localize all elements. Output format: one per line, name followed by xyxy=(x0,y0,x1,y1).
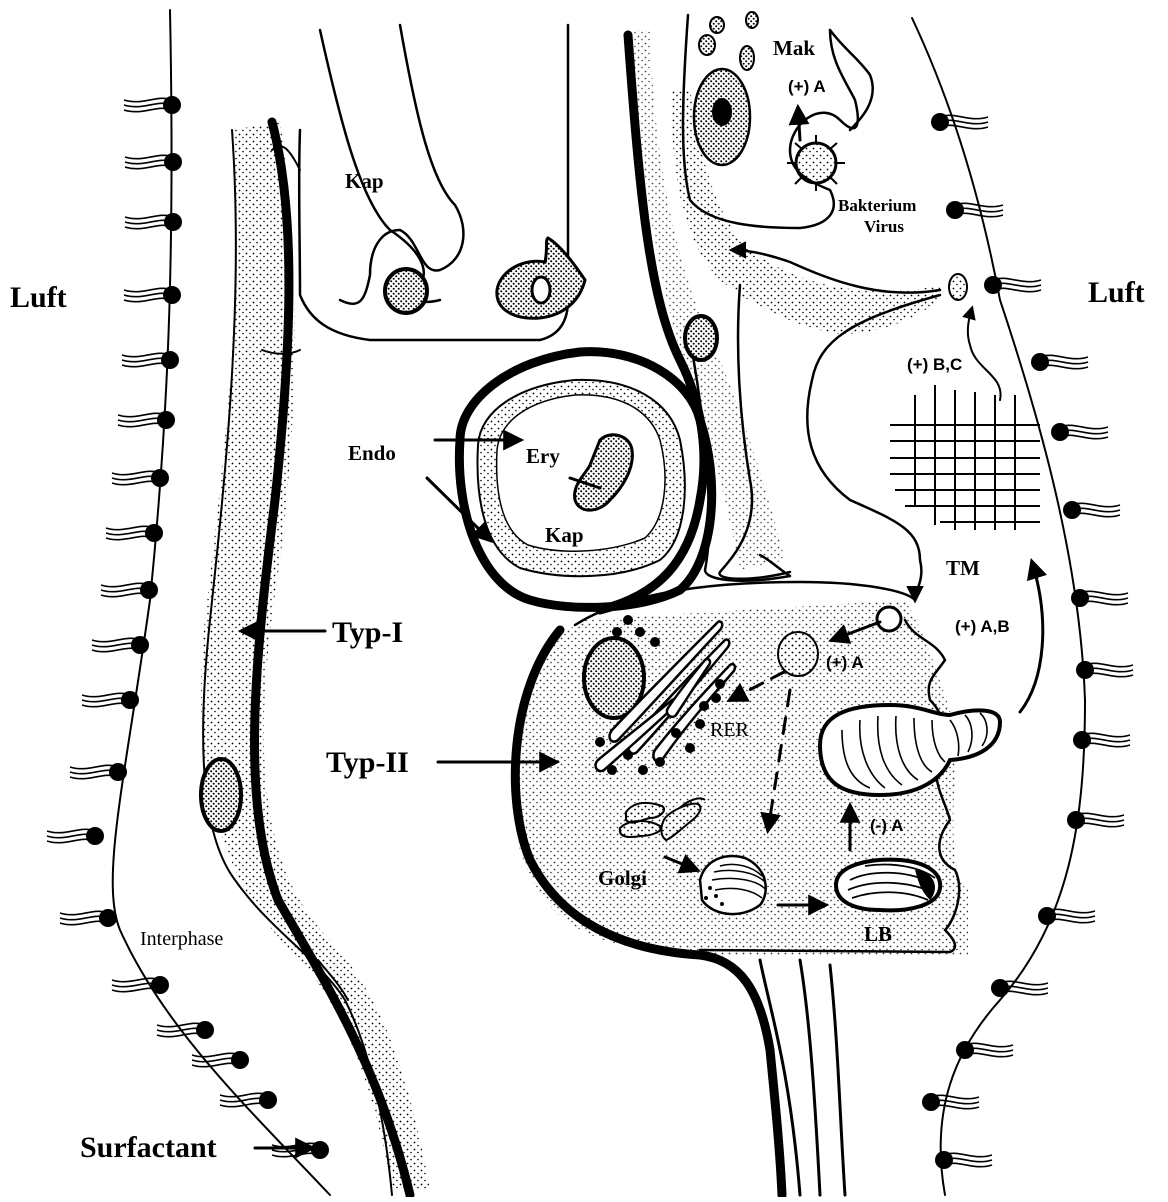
surfactant-molecule-left-6 xyxy=(112,469,169,487)
label-typ2: Typ-II xyxy=(326,746,409,779)
surfactant-molecule-left-3 xyxy=(124,286,181,304)
surfactant-molecule-left-14 xyxy=(112,976,169,994)
surfactant-molecule-left-4 xyxy=(122,351,179,369)
surfactant-molecule-right-4 xyxy=(1051,423,1108,441)
surfactant-molecule-right-5 xyxy=(1063,501,1120,519)
label-luft-right: Luft xyxy=(1088,276,1145,309)
label-lb: LB xyxy=(864,922,892,946)
interstitial-cell xyxy=(497,238,585,318)
surfactant-molecule-left-17 xyxy=(220,1091,277,1109)
label-ery: Ery xyxy=(526,444,560,468)
label-golgi: Golgi xyxy=(598,866,647,890)
surfactant-molecule-right-9 xyxy=(1067,811,1124,829)
tubular-myelin xyxy=(890,385,1040,530)
surfactant-molecule-left-0 xyxy=(124,96,181,114)
surfactant-molecule-left-8 xyxy=(101,581,158,599)
surfactant-molecule-right-2 xyxy=(984,276,1041,294)
label-plus-a-top: (+) A xyxy=(788,77,826,96)
label-typ1: Typ-I xyxy=(332,616,403,649)
surfactant-molecule-right-6 xyxy=(1071,589,1128,607)
label-bakterium: Bakterium xyxy=(838,196,916,215)
surfactant-molecule-left-2 xyxy=(125,213,182,231)
label-endo: Endo xyxy=(348,441,396,465)
erythrocyte-top xyxy=(385,269,427,313)
surfactant-molecule-left-12 xyxy=(47,827,104,845)
surfactant-molecule-left-13 xyxy=(60,909,117,927)
surfactant-molecule-left-9 xyxy=(92,636,149,654)
surfactant-molecule-right-7 xyxy=(1076,661,1133,679)
surfactant-molecule-left-11 xyxy=(70,763,127,781)
composite-body xyxy=(700,856,766,914)
label-kap-mid: Kap xyxy=(545,523,584,547)
label-virus: Virus xyxy=(864,217,904,236)
label-surfactant: Surfactant xyxy=(80,1131,217,1164)
surfactant-molecule-left-1 xyxy=(125,153,182,171)
label-mak: Mak xyxy=(773,36,815,60)
label-rer: RER xyxy=(710,719,750,741)
surfactant-molecule-right-3 xyxy=(1031,353,1088,371)
label-plus-a-mid: (+) A xyxy=(826,653,864,672)
surfactant-molecule-right-1 xyxy=(946,201,1003,219)
surfactant-molecule-left-10 xyxy=(82,691,139,709)
surfactant-molecule-left-7 xyxy=(106,524,163,542)
lamellar-body-secreted xyxy=(820,705,1000,795)
label-tm: TM xyxy=(946,556,980,580)
surfactant-molecule-right-10 xyxy=(1038,907,1095,925)
surfactant-molecule-right-0 xyxy=(931,113,988,131)
label-plus-bc: (+) B,C xyxy=(907,355,962,374)
label-kap-top: Kap xyxy=(345,169,384,193)
surfactant-film-right xyxy=(912,18,1085,1195)
surfactant-molecule-right-14 xyxy=(935,1151,992,1169)
label-interphase: Interphase xyxy=(140,928,223,950)
surfactant-molecule-right-12 xyxy=(956,1041,1013,1059)
typ1-nucleus xyxy=(201,759,241,831)
label-luft-left: Luft xyxy=(10,281,67,314)
surfactant-molecule-left-5 xyxy=(118,411,175,429)
surfactant-molecule-right-8 xyxy=(1073,731,1130,749)
surfactant-molecule-right-13 xyxy=(922,1093,979,1111)
surfactant-molecule-right-11 xyxy=(991,979,1048,997)
label-minus-a: (-) A xyxy=(870,816,903,835)
label-plus-ab: (+) A,B xyxy=(955,617,1010,636)
lamellar-body-lb xyxy=(836,860,940,911)
endocytic-vesicle xyxy=(778,632,818,676)
